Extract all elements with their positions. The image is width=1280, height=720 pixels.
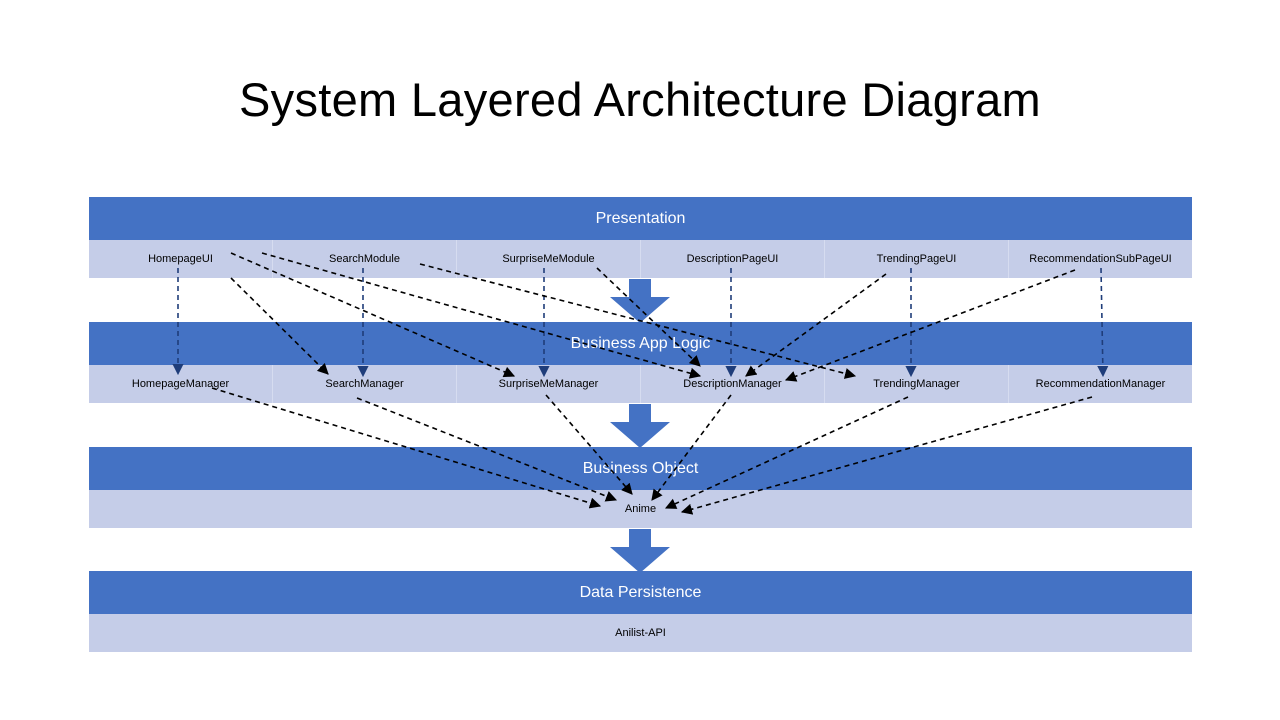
component-homepageui: HomepageUI: [89, 240, 273, 278]
layer-arrow-object-to-persistence: [610, 529, 670, 573]
component-recommendationsubpageui: RecommendationSubPageUI: [1029, 253, 1172, 265]
component-descriptionmanager: DescriptionManager: [641, 365, 825, 403]
layer-row-data-persistence: Anilist-API: [89, 614, 1192, 652]
layer-arrow-presentation-to-logic: [610, 279, 670, 323]
layer-header-business-logic: Business App Logic: [89, 322, 1192, 365]
component-surprisememanager: SurpriseMeManager: [457, 365, 641, 403]
layer-arrow-logic-to-object: [610, 404, 670, 448]
component-searchmanager: SearchManager: [273, 365, 457, 403]
layer-row-business-logic: HomepageManager SearchManager SurpriseMe…: [89, 365, 1192, 403]
component-recommendationmanager: RecommendationManager: [1035, 378, 1166, 390]
component-surprisememodule: SurpriseMeModule: [457, 240, 641, 278]
layer-header-presentation: Presentation: [89, 197, 1192, 240]
component-descriptionpageui: DescriptionPageUI: [641, 240, 825, 278]
layer-header-data-persistence: Data Persistence: [89, 571, 1192, 614]
component-anime: Anime: [624, 503, 657, 515]
layer-header-business-object: Business Object: [89, 447, 1192, 490]
layer-row-business-object: Anime: [89, 490, 1192, 528]
component-trendingmanager: TrendingManager: [825, 365, 1009, 403]
component-anilist-api: Anilist-API: [615, 627, 666, 639]
component-searchmodule: SearchModule: [273, 240, 457, 278]
component-trendingpageui: TrendingPageUI: [825, 240, 1009, 278]
layer-row-presentation: HomepageUI SearchModule SurpriseMeModule…: [89, 240, 1192, 278]
diagram-title: System Layered Architecture Diagram: [239, 73, 1041, 126]
component-homepagemanager: HomepageManager: [89, 365, 273, 403]
